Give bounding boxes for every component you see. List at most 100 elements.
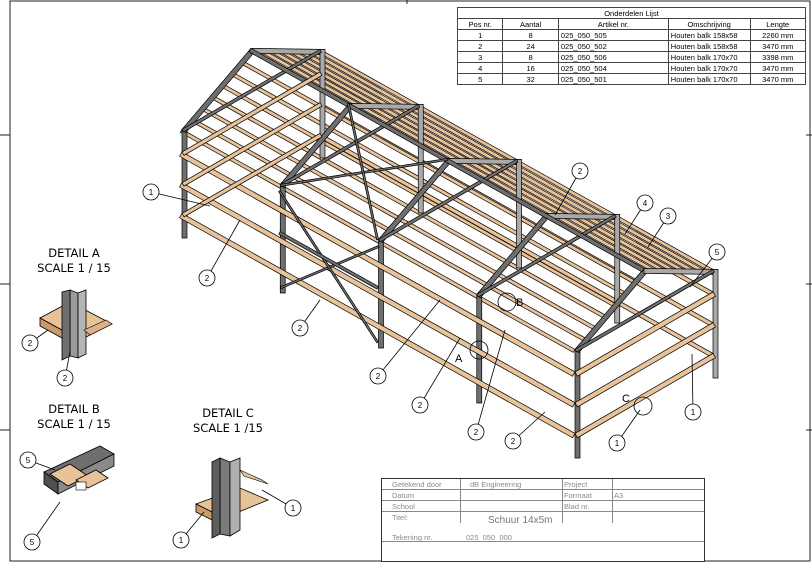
header-aantal: Aantal — [502, 18, 559, 30]
leader-line — [419, 337, 461, 406]
format-value: A3 — [614, 491, 624, 500]
callout-circle — [172, 531, 190, 549]
cell-artikel: 025_050_501 — [557, 73, 669, 85]
leader-line — [691, 353, 694, 413]
callout-circle — [467, 423, 485, 441]
detail-marker-circle — [497, 292, 517, 312]
callout-circle — [659, 207, 677, 225]
steel-rafter — [447, 157, 517, 165]
parts-list-table: Onderdelen Lijst Pos nr. Aantal Artikel … — [456, 7, 806, 85]
callout-5: 5 — [30, 538, 35, 547]
callout-2: 2 — [205, 274, 210, 283]
title-block-divider — [460, 479, 461, 523]
wood-beam — [179, 182, 576, 408]
cell-omschrijving: Houten balk 158x58 — [667, 40, 751, 52]
cell-omschrijving: Houten balk 170x70 — [667, 62, 751, 74]
callout-circle — [684, 403, 702, 421]
wood-beam — [181, 102, 323, 187]
callout-circle — [608, 434, 626, 452]
cell-pos: 2 — [456, 40, 504, 52]
table-row: 3 8 025_050_506 Houten balk 170x70 3398 … — [456, 51, 806, 63]
cell-artikel: 025_050_505 — [557, 29, 669, 41]
detail-c-heading: DETAIL C SCALE 1 /15 — [178, 406, 278, 436]
cell-aantal: 8 — [502, 29, 559, 41]
callout-circle — [284, 499, 302, 517]
detail-a-view — [39, 289, 113, 361]
callout-3: 3 — [666, 212, 671, 221]
callout-circle — [23, 533, 41, 551]
detail-a-scale: SCALE 1 / 15 — [37, 261, 111, 275]
title-block-row-4 — [382, 511, 704, 542]
header-omschrijving: Omschrijving — [667, 18, 751, 30]
wood-beam — [181, 71, 323, 156]
wood-beam — [574, 322, 716, 408]
callout-2: 2 — [298, 324, 303, 333]
cell-lengte: 3470 mm — [749, 73, 806, 85]
drawing-number-value: 025_050_000 — [466, 533, 512, 542]
detail-b-title: DETAIL B — [48, 402, 100, 416]
parts-list-header-row: Pos nr. Aantal Artikel nr. Omschrijving … — [456, 18, 806, 30]
callout-1: 1 — [149, 188, 154, 197]
wood-beam — [574, 291, 716, 377]
steel-rafter — [250, 47, 321, 55]
callout-circle — [504, 432, 522, 450]
cell-omschrijving: Houten balk 170x70 — [667, 73, 751, 85]
callout-2: 2 — [474, 428, 479, 437]
table-row: 5 32 025_050_501 Houten balk 170x70 3470… — [456, 73, 806, 85]
detail-a-title: DETAIL A — [48, 246, 100, 260]
wood-purlin — [179, 128, 576, 353]
parts-list-title: Onderdelen Lijst — [457, 7, 806, 19]
callout-2: 2 — [418, 401, 423, 410]
detail-marker-b: B — [516, 297, 523, 309]
cell-artikel: 025_050_504 — [557, 62, 669, 74]
steel-rafter — [643, 267, 714, 275]
table-row: 1 8 025_050_505 Houten balk 158x58 2260 … — [456, 29, 806, 41]
project-label: Project — [564, 480, 588, 489]
callout-circle — [636, 194, 654, 212]
detail-c-view — [194, 457, 270, 539]
school-label: School — [392, 502, 415, 511]
callout-circle — [21, 334, 39, 352]
leader-line — [150, 191, 211, 207]
cell-artikel: 025_050_506 — [557, 51, 669, 63]
cell-aantal: 8 — [502, 51, 559, 63]
cell-omschrijving: Houten balk 158x58 — [667, 29, 751, 41]
cell-aantal: 16 — [502, 62, 559, 74]
steel-brace — [278, 190, 379, 344]
wood-beam — [179, 212, 576, 439]
detail-a-heading: DETAIL A SCALE 1 / 15 — [24, 246, 124, 276]
format-label: Formaat — [564, 491, 592, 500]
cell-pos: 3 — [456, 51, 504, 63]
callout-circle — [571, 162, 589, 180]
cell-artikel: 025_050_502 — [557, 40, 669, 52]
barn-iso-view — [179, 47, 719, 459]
header-artikel: Artikel nr. — [557, 18, 669, 30]
leader-line — [554, 170, 581, 216]
detail-c-scale: SCALE 1 /15 — [192, 421, 263, 435]
callout-circle — [411, 396, 429, 414]
detail-b-scale: SCALE 1 / 15 — [37, 417, 111, 431]
title-block: Getekend door dB Engineering Project Dat… — [381, 478, 705, 562]
detail-b-heading: DETAIL B SCALE 1 / 15 — [24, 402, 124, 432]
callout-circle — [708, 243, 726, 261]
detail-marker-c: C — [622, 393, 630, 405]
cell-pos: 1 — [456, 29, 504, 41]
steel-brace — [346, 102, 379, 241]
callout-circle — [369, 367, 387, 385]
title-block-row-1 — [382, 479, 704, 490]
steel-tie — [574, 268, 715, 353]
callout-5: 5 — [715, 248, 720, 257]
drawing-number-label: Tekening nr. — [392, 533, 433, 542]
table-row: 2 24 025_050_502 Houten balk 158x58 3470… — [456, 40, 806, 52]
detail-marker-a: A — [455, 353, 463, 365]
sheet-label: Blad nr. — [564, 502, 590, 511]
steel-rafter — [545, 212, 616, 220]
title-label: Titel: — [392, 513, 408, 522]
callout-4: 4 — [643, 199, 648, 208]
callout-2: 2 — [376, 372, 381, 381]
title-block-row-3 — [382, 500, 704, 512]
callout-circle — [142, 183, 160, 201]
title-block-row-2 — [382, 489, 704, 501]
